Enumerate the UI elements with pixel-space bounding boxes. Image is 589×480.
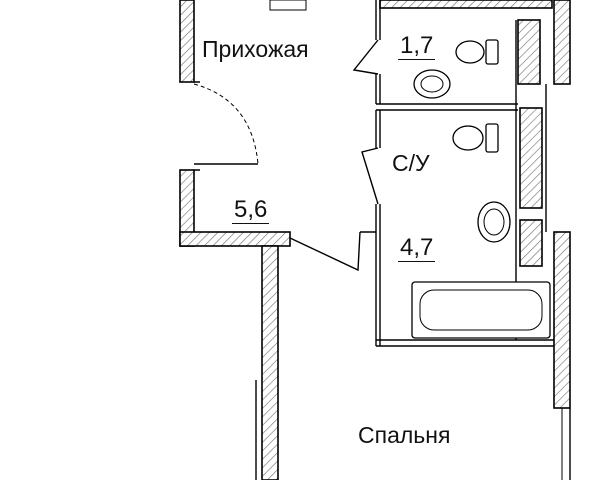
sink-icon <box>477 201 511 243</box>
wall-top-stub <box>379 0 553 9</box>
door-leaf-wc <box>352 39 379 75</box>
wall-bedroom-left <box>261 245 279 480</box>
door-leaf-bath <box>361 147 379 205</box>
room-area-corridor: 5,6 <box>232 196 270 224</box>
door-leaf-bedroom <box>289 231 361 272</box>
wall-shaft-1 <box>517 19 541 85</box>
partition-bath-bottom <box>376 339 554 347</box>
wall-corridor-bottom <box>179 231 291 247</box>
entrance-fixture <box>269 0 307 11</box>
wall-shaft-2 <box>519 107 543 209</box>
door-swing-entrance <box>193 83 259 165</box>
toilet-icon <box>452 123 499 153</box>
wall-right-lower <box>553 231 571 409</box>
toilet-icon <box>455 39 499 65</box>
partition-wc-bottom <box>376 103 518 111</box>
partition-bath-left <box>375 110 381 346</box>
room-name-hall: Прихожая <box>202 36 309 62</box>
wall-left-upper <box>179 0 195 83</box>
sink-icon <box>413 69 451 99</box>
partition-wc-left <box>375 0 381 104</box>
room-area-wc: 1,7 <box>398 32 436 60</box>
wall-right-top <box>553 0 571 85</box>
room-name-bedroom: Спальня <box>358 422 451 448</box>
wall-shaft-3 <box>519 219 543 267</box>
partition-corridor <box>194 81 376 233</box>
room-name-bathroom: С/У <box>392 150 430 176</box>
room-area-bathroom: 4,7 <box>398 234 436 262</box>
bathtub-icon <box>411 281 551 339</box>
